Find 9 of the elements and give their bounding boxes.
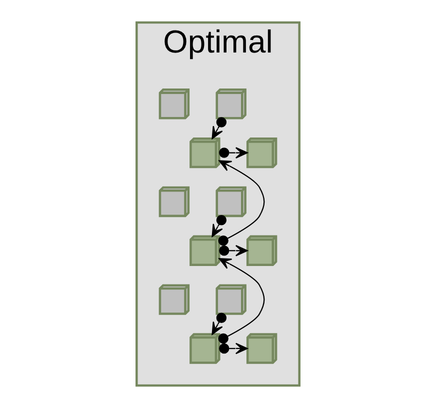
arrow <box>218 258 265 344</box>
arrow <box>219 147 248 158</box>
arrow <box>212 312 227 335</box>
arrow <box>219 244 248 256</box>
arrow <box>218 160 265 246</box>
cluster: Optimal <box>136 21 300 387</box>
arrow <box>212 117 227 140</box>
arrow <box>219 342 248 354</box>
arrow <box>212 214 227 237</box>
